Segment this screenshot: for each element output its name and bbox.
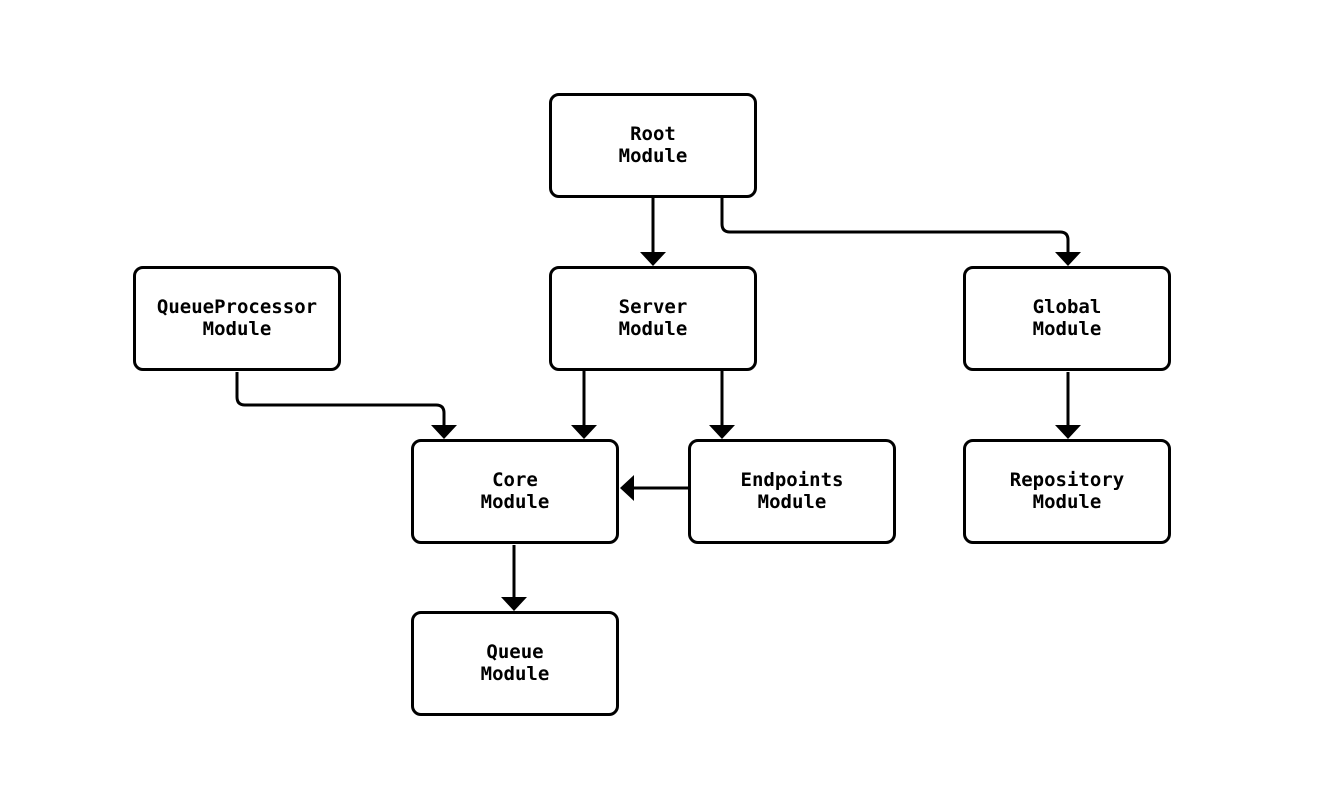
node-queueprocessor-module: QueueProcessor Module xyxy=(133,266,341,371)
edge-root-global xyxy=(720,198,1070,253)
arrowhead-server-endpoints xyxy=(709,425,735,439)
arrowhead-root-server xyxy=(640,252,666,266)
node-queue-module-label: Queue Module xyxy=(480,641,550,685)
node-core-module-label: Core Module xyxy=(480,469,550,513)
node-global-module: Global Module xyxy=(963,266,1171,371)
arrowhead-core-queue xyxy=(501,597,527,611)
node-server-module: Server Module xyxy=(549,266,757,371)
node-endpoints-module-label: Endpoints Module xyxy=(740,469,844,513)
arrowhead-endpoints-core xyxy=(620,475,634,501)
node-root-module: Root Module xyxy=(549,93,757,198)
arrowhead-queueprocessor-core xyxy=(431,425,457,439)
node-core-module: Core Module xyxy=(411,439,619,544)
node-global-module-label: Global Module xyxy=(1032,296,1102,340)
node-root-module-label: Root Module xyxy=(618,123,688,167)
arrowhead-root-global xyxy=(1055,252,1081,266)
edge-queueprocessor-core xyxy=(235,372,446,426)
arrowhead-server-core xyxy=(571,425,597,439)
node-repository-module-label: Repository Module xyxy=(1009,469,1125,513)
node-queue-module: Queue Module xyxy=(411,611,619,716)
node-endpoints-module: Endpoints Module xyxy=(688,439,896,544)
node-queueprocessor-module-label: QueueProcessor Module xyxy=(156,296,318,340)
node-server-module-label: Server Module xyxy=(618,296,688,340)
node-repository-module: Repository Module xyxy=(963,439,1171,544)
arrowhead-global-repository xyxy=(1055,425,1081,439)
